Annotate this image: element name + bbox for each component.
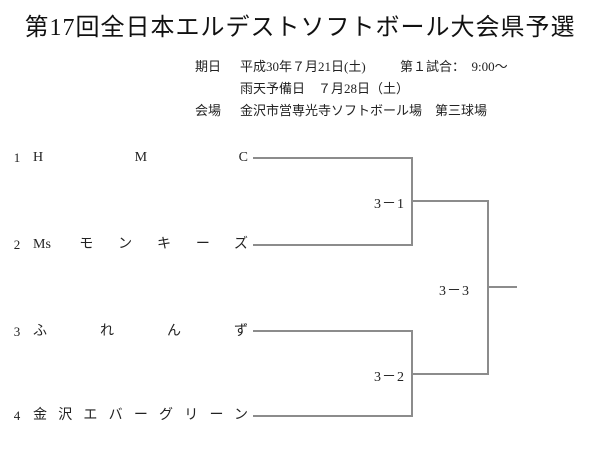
bracket-connector-match2 xyxy=(411,373,489,375)
match-label-2: 3－2 xyxy=(374,370,405,385)
seed-1: 1 xyxy=(13,150,21,165)
date-value: 平成30年７月21日(土) xyxy=(240,59,366,74)
bracket-winner-line xyxy=(487,286,517,288)
date-label: 期日 xyxy=(195,59,222,74)
team-name-4: 金沢エバーグリーン xyxy=(33,408,248,423)
bracket-line-team2 xyxy=(253,244,413,246)
seed-3: 3 xyxy=(13,324,21,339)
team-name-3: ふれんず xyxy=(33,324,248,339)
match-label-3: 3－3 xyxy=(439,284,470,299)
bracket-line-team3 xyxy=(253,330,413,332)
team-name-2: Ms モンキーズ xyxy=(33,237,248,252)
team-name-1: H M C xyxy=(33,150,248,165)
match-label-1: 3－1 xyxy=(374,197,405,212)
first-game-time: 第１試合： 9:00～ xyxy=(400,59,508,74)
venue-label: 会場 xyxy=(195,103,222,118)
seed-4: 4 xyxy=(13,408,21,423)
venue-value: 金沢市営専光寺ソフトボール場 第三球場 xyxy=(240,103,488,118)
rain-date: 雨天予備日 ７月28日（土） xyxy=(240,81,410,96)
bracket-line-team4 xyxy=(253,415,413,417)
seed-2: 2 xyxy=(13,237,21,252)
bracket-connector-match1 xyxy=(411,200,489,202)
bracket-line-team1 xyxy=(253,157,413,159)
page-title: 第17回全日本エルデストソフトボール大会県予選 xyxy=(24,15,576,41)
